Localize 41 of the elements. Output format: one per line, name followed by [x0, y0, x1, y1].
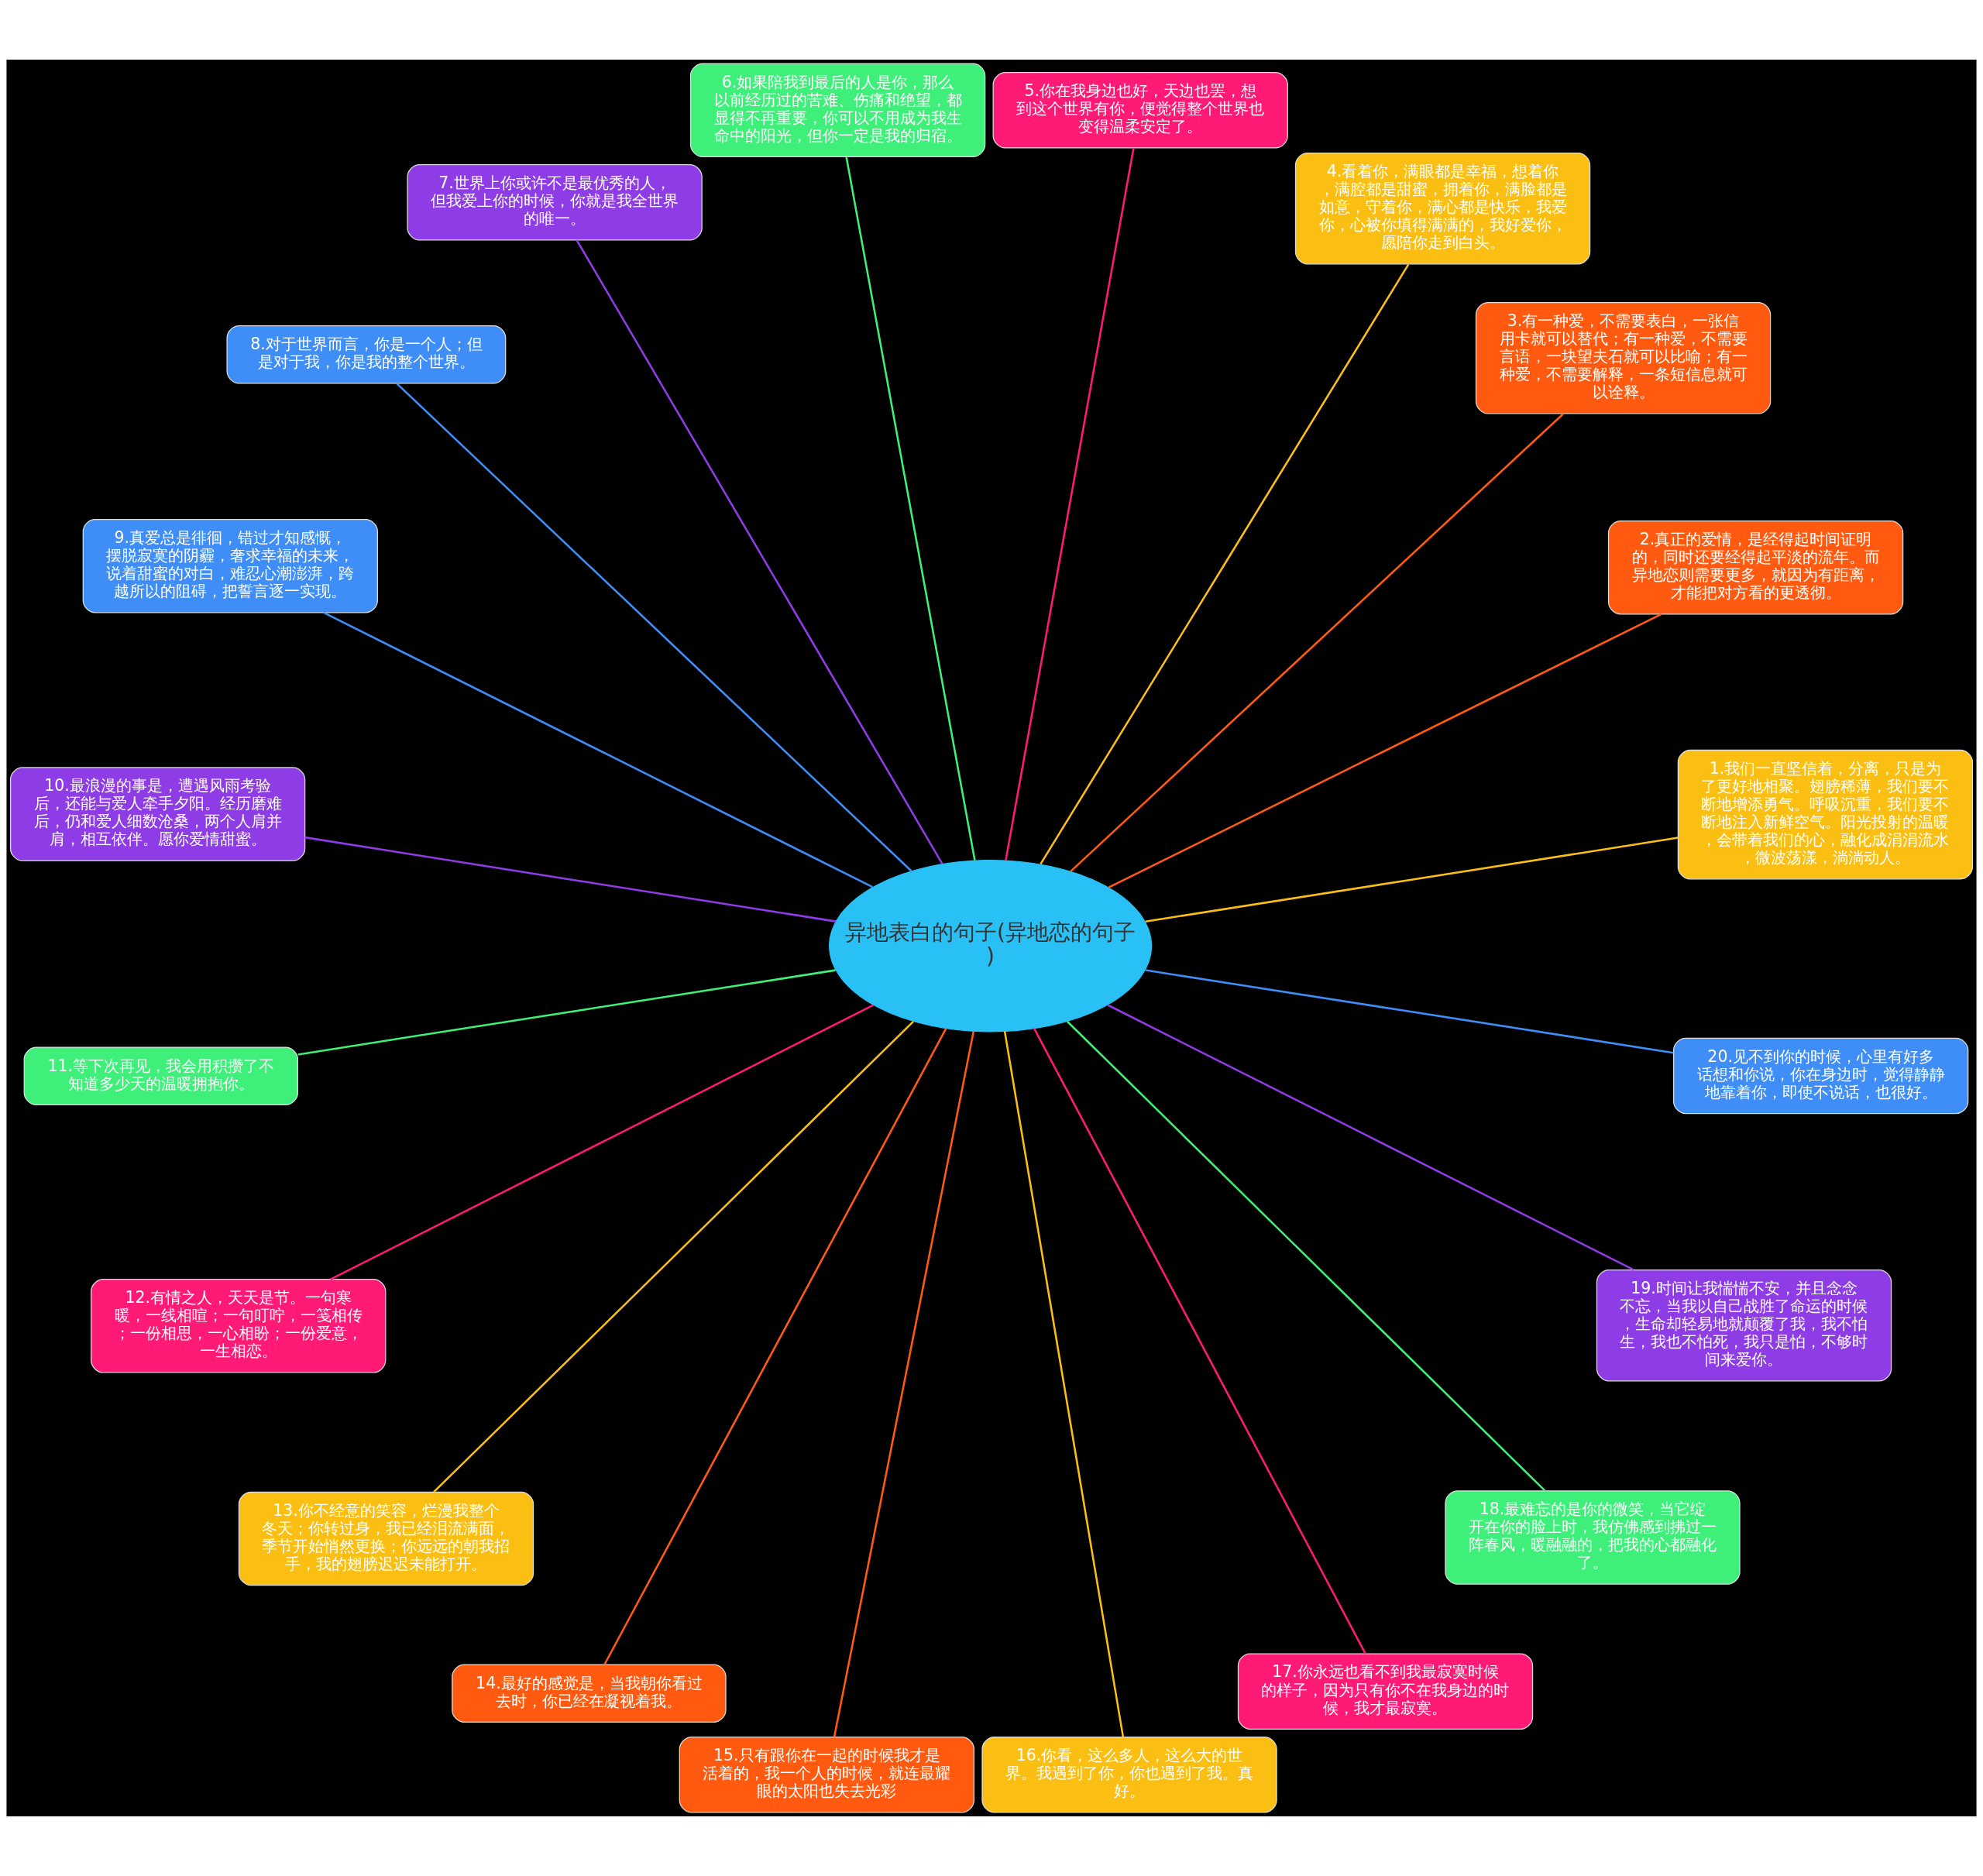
node-box: 4.看着你，满眼都是幸福，想着你，满腔都是甜蜜，拥着你，满脸都是如意，守着你，满心都是快乐，我爱你，心被你填得满满的，我好爱你，愿陪你走到白头。	[1294, 152, 1591, 265]
connector	[330, 1004, 874, 1280]
node-box: 3.有一种爱，不需要表白，一张信用卡就可以替代；有一种爱，不需要言语，一块望夫石就可以比喻；有一种爱，不需要解释，一条短信息就可以诠释。	[1475, 302, 1772, 414]
node-box: 12.有情之人，天天是节。一句寒暖，一线相喧；一句叮咛，一笺相传；一份相思，一心相盼；一份爱意，一生相恋。	[91, 1279, 387, 1373]
connector	[1033, 1028, 1366, 1654]
node-ellipse: 异地表白的句子(异地恋的句子)	[828, 859, 1153, 1032]
node-box: 11.等下次再见，我会用积攒了不知道多少天的温暖拥抱你。	[23, 1046, 299, 1105]
node-box: 10.最浪漫的事是，遭遇风雨考验后，还能与爱人牵手夕阳。经历磨难后，仍和爱人细数沧桑，两个人肩并肩，相互依伴。愿你爱情甜蜜。	[9, 767, 306, 861]
connector	[833, 1031, 975, 1737]
node-box: 14.最好的感觉是，当我朝你看过去时，你已经在凝视着我。	[452, 1664, 727, 1723]
connector	[323, 611, 873, 888]
connector	[1070, 413, 1564, 873]
node-box: 9.真爱总是徘徊，错过才知感慨，摆脱寂寞的阴霾，奢求幸福的未来，说着甜蜜的对白，难忍心潮澎湃，跨越所以的阻碍，把誓言逐一实现。	[82, 518, 378, 613]
node-box: 7.世界上你或许不是最优秀的人，但我爱上你的时候，你就是我全世界的唯一。	[407, 164, 703, 241]
node-box: 2.真正的爱情，是经得起时间证明的，同时还要经得起平淡的流年。而异地恋则需要更多，就因为有距离，才能把对方看的更透彻。	[1607, 520, 1904, 615]
node-box: 8.对于世界而言，你是一个人；但是对于我，你是我的整个世界。	[226, 325, 507, 384]
connector	[1108, 613, 1662, 888]
connector	[603, 1028, 947, 1665]
connector	[1003, 1031, 1125, 1737]
connector	[432, 1021, 914, 1493]
node-box: 13.你不经意的笑容，烂漫我整个冬天；你转过身，我已经泪流满面，季节开始悄然更换；你远远的朝我招手，我的翅膀迟迟未能打开。	[238, 1491, 534, 1586]
connector	[1066, 1020, 1546, 1492]
connector	[396, 383, 912, 872]
connector	[1145, 969, 1674, 1054]
node-box: 16.你看，这么多人，这么大的世界。我遇到了你，你也遇到了我。真好。	[981, 1736, 1277, 1813]
connector	[297, 969, 836, 1056]
connector	[304, 836, 837, 923]
connector	[1005, 147, 1135, 861]
node-box: 18.最难忘的是你的微笑，当它绽开在你的脸上时，我仿佛感到拂过一阵春风，暖融融的，把我的心都融化了。	[1445, 1490, 1741, 1585]
node-box: 15.只有跟你在一起的时候我才是活着的，我一个人的时候，就连最耀眼的太阳也失去光彩	[679, 1737, 975, 1813]
node-box: 5.你在我身边也好，天边也罢，想到这个世界有你，便觉得整个世界也变得温柔安定了。	[992, 72, 1288, 149]
node-box: 17.你永远也看不到我最寂寞时候的样子，因为只有你不在我身边的时候，我才最寂寞。	[1237, 1653, 1534, 1730]
connector	[1040, 263, 1410, 865]
connector	[576, 239, 943, 864]
node-box: 20.见不到你的时候，心里有好多话想和你说，你在身边时，觉得静静地靠着你，即使不说话，也很好。	[1673, 1037, 1969, 1115]
connector	[1145, 837, 1679, 923]
connector	[845, 156, 976, 861]
node-box: 6.如果陪我到最后的人是你，那么以前经历过的苦难、伤痛和绝望，都显得不再重要，你可以不用成为我生命中的阳光，但你一定是我的归宿。	[689, 63, 986, 158]
node-box: 1.我们一直坚信着，分离，只是为了更好地相聚。翅膀稀薄，我们要不断地增添勇气。呼吸沉重，我们要不断地注入新鲜空气。阳光投射的温暖，会带着我们的心，融化成涓涓流水，微波荡漾，淌淌动人。	[1677, 749, 1974, 880]
node-box: 19.时间让我惴惴不安，并且念念不忘，当我以自己战胜了命运的时候，生命却轻易地就颠覆了我，我不怕生，我也不怕死，我只是怕，不够时间来爱你。	[1596, 1269, 1892, 1382]
connector	[1107, 1004, 1634, 1271]
